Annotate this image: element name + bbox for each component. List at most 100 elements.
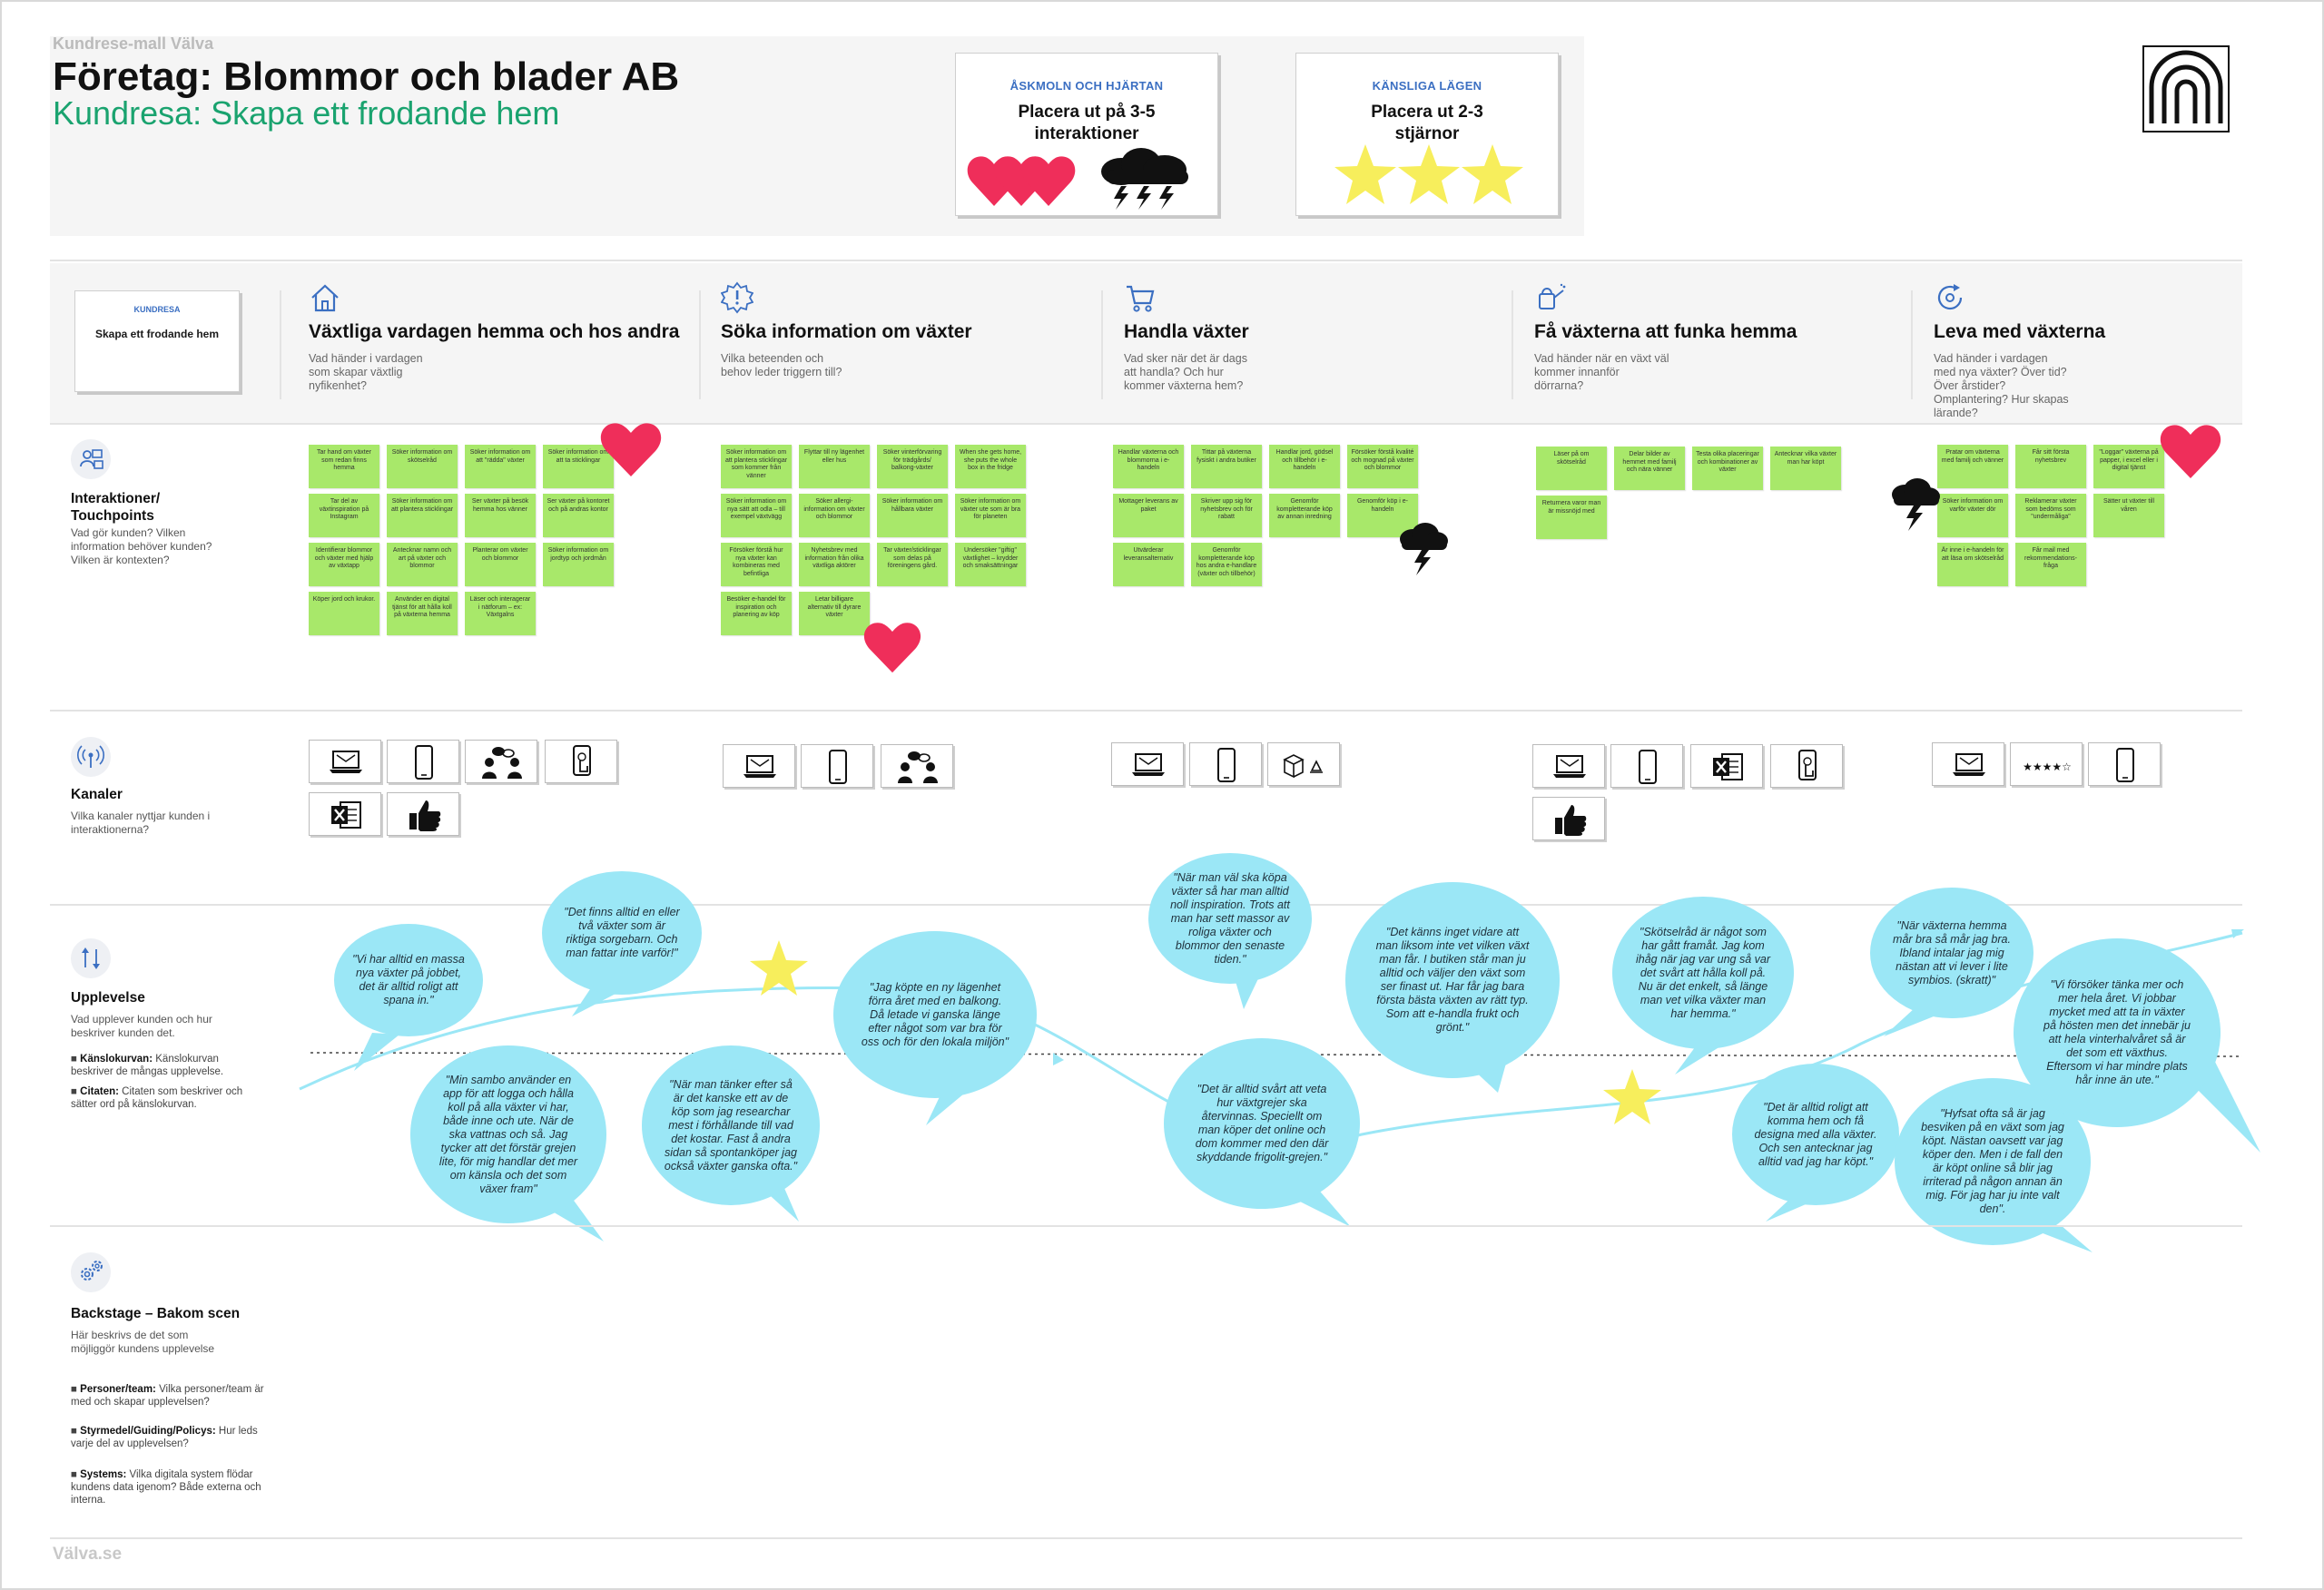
sticky-note: Söker information om hållbara växter (877, 494, 948, 537)
row-title: Kanaler (71, 787, 123, 802)
sticky-note: Delar bilder av hemmet med familj och nä… (1614, 447, 1685, 490)
phase-question: Vilka beteenden och behov leder triggern… (721, 352, 842, 378)
sticky-note: Söker information om skötselråd (387, 445, 458, 488)
journey-title: Kundresa: Skapa ett frodande hem (53, 94, 560, 132)
speech-bubble (334, 924, 483, 1036)
sticky-note: Läser på om skötselråd (1536, 447, 1607, 490)
divider (1911, 290, 1913, 399)
bullet-label: Känslokurvan: (80, 1054, 153, 1065)
row-title: Upplevelse (71, 990, 145, 1006)
sticky-note: Är inne i e-handeln för att läsa om sköt… (1937, 543, 2008, 586)
sticky-note: Söker allergi-information om växter och … (799, 494, 870, 537)
channel-laptop-icon (1111, 742, 1184, 786)
sticky-note: Får mail med rekommendations-fråga (2015, 543, 2086, 586)
phase-title: Leva med växterna (1934, 321, 2106, 342)
card-caption: KUNDRESA (133, 305, 181, 314)
legend-text: Placera ut 2-3 stjärnor (1371, 103, 1483, 143)
customer-journey-card: KUNDRESA Skapa ett frodande hem (74, 290, 240, 392)
phase-column: Få växterna att funka hemma Vad händer n… (1534, 281, 1915, 393)
valva-logo-icon (2142, 45, 2230, 132)
thumbs-up-icon (1555, 805, 1587, 836)
bullet-label: Personer/team: (80, 1384, 156, 1395)
divider (280, 290, 281, 399)
bullet-label: Styrmedel/Guiding/Policys: (80, 1426, 216, 1437)
sticky-note: Antecknar vilka växter man har köpt (1770, 447, 1841, 490)
speech-bubble (2014, 938, 2221, 1127)
legend-card-hearts-clouds: ÅSKMOLN OCH HJÄRTAN Placera ut på 3-5 in… (955, 53, 1218, 216)
row-title: Interaktioner/ Touchpoints (71, 491, 161, 524)
sticky-note: Tar del av växtinspiration på Instagram (309, 494, 379, 537)
phase-column: Växtliga vardagen hemma och hos andra Va… (309, 281, 690, 393)
phone-touch-icon (573, 745, 591, 776)
svg-text:★★★★☆: ★★★★☆ (2023, 761, 2072, 773)
divider (50, 1225, 2242, 1227)
sticky-note: Försöker förstå hur nya växter kan kombi… (721, 543, 792, 586)
sticky-note: Mottager leverans av paket (1113, 494, 1184, 537)
customer-quote: "När växterna hemma mår bra så mår jag b… (1893, 918, 2011, 986)
cart-icon (1127, 285, 1155, 312)
customer-quote: "Det finns alltid en eller två växter so… (564, 906, 680, 959)
sticky-note: Genomför kompletterande köp av annan inr… (1269, 494, 1340, 537)
speech-bubble (1345, 882, 1560, 1078)
speech-bubble-tail (1675, 1044, 1725, 1075)
customer-quote: "När man väl ska köpa växter så har man … (1170, 870, 1290, 966)
speech-bubble-tail (572, 989, 617, 1016)
sticky-note: Genomför köp i e-handeln (1347, 494, 1418, 537)
heart-icon (2160, 425, 2221, 478)
speech-bubble (1164, 1038, 1360, 1209)
sticky-note: Ser växter på kontoret och på andras kon… (543, 494, 614, 537)
people-chat-icon (898, 751, 938, 783)
phase-title: Få växterna att funka hemma (1534, 321, 1797, 342)
sticky-note: Nyhetsbrev med information från olika vä… (799, 543, 870, 586)
speech-bubble (1895, 1078, 2091, 1245)
speech-bubble (1870, 888, 2034, 1018)
sticky-note: Tittar på växterna fysiskt i andra butik… (1191, 445, 1262, 488)
sticky-note: Söker vinterförvaring för trädgårds/ bal… (877, 445, 948, 488)
sticky-note: Undersöker "giftig" växtlighet – krydder… (955, 543, 1026, 586)
channel-thumbs-up-icon (387, 792, 459, 836)
customer-quote: "Min sambo använder en app för att logga… (438, 1073, 578, 1195)
channel-excel-icon (309, 792, 381, 836)
divider (50, 710, 2242, 712)
customer-quote: "När man tänker efter så är det kanske e… (664, 1077, 798, 1173)
customer-quote: "Vi har alltid en massa nya växter på jo… (352, 953, 465, 1006)
sticky-note: Får sitt första nyhetsbrev (2015, 445, 2086, 488)
customer-quote: "Det är alltid svårt att veta hur växtgr… (1195, 1083, 1329, 1163)
heart-icon (600, 423, 662, 476)
phase-question: Vad händer när en växt väl kommer innanf… (1534, 352, 1669, 392)
sticky-note: Söker information om att "rädda" växter (465, 445, 536, 488)
divider (699, 290, 701, 399)
speech-bubble-tail (2034, 1225, 2093, 1252)
backstage-bullet: ■ Styrmedel/Guiding/Policys: Hur leds va… (71, 1426, 258, 1449)
backstage-bullet: ■ Systems: Vilka digitala system flödar … (71, 1469, 261, 1506)
row-description: Här beskrivs de det som möjliggör kunden… (71, 1329, 215, 1355)
bullet-text: Vilka digitala system flödar kundens dat… (71, 1469, 261, 1506)
phone-icon (1639, 750, 1657, 784)
channel-phone-icon (801, 744, 873, 788)
sticky-note: Söker information om att ta sticklingar (543, 445, 614, 488)
sticky-note: Sätter ut växter till våren (2093, 494, 2164, 537)
sticky-note: "Loggar" växterna på papper, i excel ell… (2093, 445, 2164, 488)
phase-question: Vad händer i vardagen med nya växter? Öv… (1934, 352, 2069, 419)
bullet-text: Citaten som beskriver och sätter ord på … (71, 1086, 243, 1110)
legend-caption: ÅSKMOLN OCH HJÄRTAN (1009, 79, 1164, 93)
phone-icon (415, 745, 433, 780)
sticky-note: Söker information om växter ute som är b… (955, 494, 1026, 537)
phase-column: Leva med växterna Vad händer i vardagen … (1934, 281, 2315, 420)
speech-bubble (410, 1045, 606, 1223)
channel-box-recycle-icon (1267, 742, 1340, 786)
sticky-note: Antecknar namn och art på växter och blo… (387, 543, 458, 586)
sticky-note: Söker information om varför växter dör (1937, 494, 2008, 537)
sticky-note: Söker information om jordtyp och jordmån (543, 543, 614, 586)
storm-cloud-icon (1892, 478, 1940, 531)
customer-quote: "Det känns inget vidare att man liksom i… (1375, 926, 1530, 1034)
sticky-note: Försöker förstå kvalité och mognad på vä… (1347, 445, 1418, 488)
row-description: Vad upplever kunden och hur beskriver ku… (71, 1013, 212, 1039)
phone-icon (2116, 748, 2134, 782)
row-description: Vilka kanaler nyttjar kunden i interakti… (71, 810, 211, 836)
laptop-icon (1132, 753, 1165, 776)
channel-laptop-icon (309, 740, 381, 783)
legend-text: Placera ut på 3-5 interaktioner (1018, 103, 1156, 143)
